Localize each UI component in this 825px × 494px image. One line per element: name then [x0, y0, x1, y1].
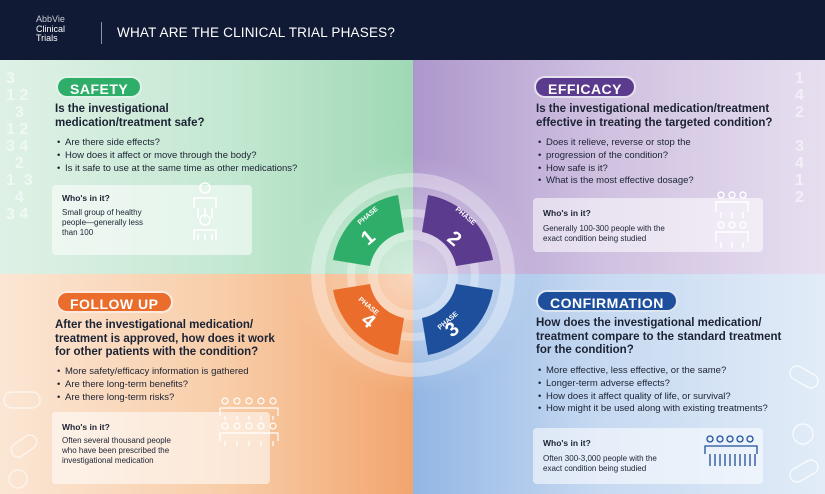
follow-up-who-box: [52, 412, 270, 484]
medium-group-people-icon: [715, 191, 749, 248]
follow-up-bullets: More safety/efficacy information is gath…: [57, 366, 357, 404]
safety-who-box: [52, 185, 252, 255]
list-item: More safety/efficacy information is gath…: [57, 366, 357, 379]
list-item: Longer-term adverse effects?: [538, 378, 818, 391]
pill-icon: [3, 391, 41, 489]
safety-heading-pill: SAFETY: [56, 76, 143, 98]
confirmation-heading-pill: CONFIRMATION: [536, 290, 678, 312]
list-item: How safe is it?: [538, 163, 798, 176]
safety-who-heading: Who's in it?: [62, 193, 110, 203]
small-group-people-icon: [193, 182, 217, 240]
efficacy-bullets: Does it relieve, reverse or stop the pro…: [538, 137, 798, 188]
large-group-people-icon: [704, 435, 758, 466]
confirmation-who-heading: Who's in it?: [543, 438, 591, 448]
efficacy-who-heading: Who's in it?: [543, 208, 591, 218]
list-item: What is the most effective dosage?: [538, 175, 798, 188]
follow-up-heading-pill: FOLLOW UP: [56, 291, 173, 313]
list-item: How does it affect or move through the b…: [57, 150, 357, 163]
logo-line: Clinical: [36, 23, 66, 34]
follow-up-quadrant: FOLLOW UP After the investigational medi…: [0, 274, 413, 494]
abbvie-logo[interactable]: AbbVie Clinical Trials: [36, 14, 66, 44]
header-bar: AbbVie Clinical Trials WHAT ARE THE CLIN…: [0, 0, 825, 60]
follow-up-who-heading: Who's in it?: [62, 422, 110, 432]
confirmation-bullets: More effective, less effective, or the s…: [538, 365, 818, 416]
logo-line: AbbVie: [36, 14, 65, 24]
list-item: Are there long-term risks?: [57, 392, 357, 405]
follow-up-question: After the investigational medication/ tr…: [55, 319, 275, 358]
list-item: How does it affect quality of life, or s…: [538, 391, 818, 404]
follow-up-who-text: Often several thousand people who have b…: [62, 436, 171, 465]
list-item: Are there long-term benefits?: [57, 379, 357, 392]
confirmation-who-text: Often 300-3,000 people with the exact co…: [543, 454, 657, 473]
list-item: Is it safe to use at the same time as ot…: [57, 163, 357, 176]
page-title: WHAT ARE THE CLINICAL TRIAL PHASES?: [117, 25, 396, 40]
safety-bullets: Are there side effects? How does it affe…: [57, 137, 357, 175]
crowd-people-icon: [219, 397, 279, 446]
list-item: Does it relieve, reverse or stop the: [538, 137, 798, 150]
list-item: How might it be used along with existing…: [538, 403, 818, 416]
safety-question: Is the investigational medication/treatm…: [55, 103, 205, 129]
efficacy-who-text: Generally 100-300 people with the exact …: [543, 224, 665, 243]
safety-who-text: Small group of healthy people—generally …: [62, 208, 143, 237]
confirmation-question: How does the investigational medication/…: [536, 317, 782, 356]
list-item: progression of the condition?: [538, 150, 798, 163]
efficacy-heading-pill: EFFICACY: [534, 76, 636, 98]
logo-line: Trials: [36, 33, 58, 43]
list-item: More effective, less effective, or the s…: [538, 365, 818, 378]
header-divider: [101, 22, 102, 44]
efficacy-question: Is the investigational medication/treatm…: [536, 103, 773, 129]
list-item: Are there side effects?: [57, 137, 357, 150]
confirmation-quadrant: CONFIRMATION How does the investigationa…: [413, 274, 825, 494]
